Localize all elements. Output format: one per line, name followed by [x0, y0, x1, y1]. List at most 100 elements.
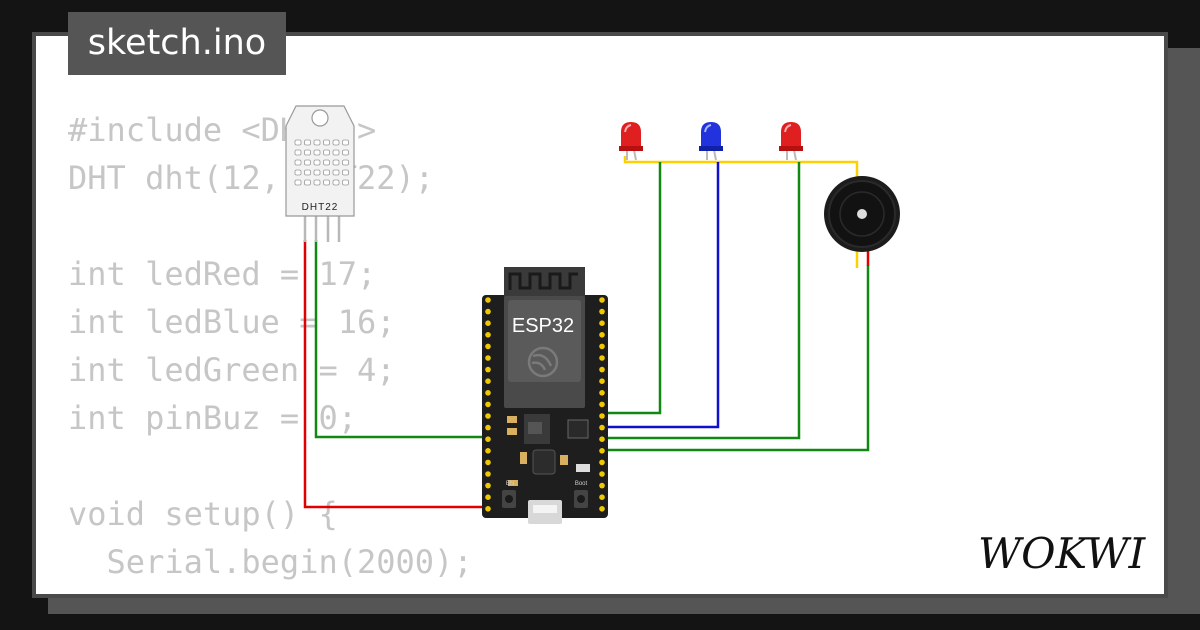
gpio-pin [599, 320, 605, 327]
code-line: Serial.println("Hello, ESP32!"); [68, 586, 724, 594]
gpio-pin [485, 436, 491, 443]
led-red-2 [779, 122, 803, 161]
code-line: int ledGreen = 4; [68, 351, 396, 389]
gpio-pin [485, 378, 491, 385]
code-line: int pinBuz = 0; [68, 399, 357, 437]
dht22-vent [313, 169, 321, 176]
gpio-pin [485, 332, 491, 338]
wire-buzzer [600, 265, 870, 452]
boot-label: Boot [575, 481, 588, 487]
gpio-pin [599, 297, 605, 303]
dht22-vent [332, 169, 340, 176]
gpio-pin [599, 378, 605, 385]
dht22-vent [304, 159, 311, 166]
gpio-pin [599, 308, 605, 315]
gpio-pin [485, 320, 491, 327]
gpio-pin [599, 436, 605, 443]
dht22-vent [332, 179, 340, 186]
en-label: EN [506, 481, 514, 487]
gpio-pin [599, 390, 605, 396]
dht22-vent [332, 149, 340, 156]
code-line: int ledBlue = 16; [68, 303, 396, 341]
code-line: Serial.begin(2000); [68, 543, 473, 581]
gpio-pin [485, 343, 491, 350]
wire-led-red-1 [600, 162, 662, 415]
esp32-pins-left [485, 297, 491, 512]
gpio-pin [485, 401, 491, 408]
dht22-vent [304, 149, 311, 156]
code-line: void setup() { [68, 495, 338, 533]
dht22-vent [294, 139, 302, 146]
wokwi-logo: WOKWI [978, 529, 1147, 578]
dht22-vent [342, 139, 349, 146]
gpio-pin [485, 506, 491, 512]
dht22-vent [342, 149, 349, 156]
gpio-pin [599, 471, 605, 477]
gpio-pin [599, 332, 605, 338]
gpio-pin [485, 424, 491, 431]
wokwi-logo-text: WOKWI [978, 529, 1147, 578]
dht22-vent [332, 159, 340, 166]
gpio-pin [485, 459, 491, 466]
gpio-pin [599, 494, 605, 501]
gpio-pin [485, 448, 491, 454]
led-red-1 [619, 122, 643, 161]
gpio-pin [599, 448, 605, 454]
dht22-vent [313, 139, 321, 146]
gpio-pin [485, 413, 491, 419]
gpio-pin [599, 355, 605, 361]
dht22-vent [342, 159, 349, 166]
gpio-pin [485, 482, 491, 489]
dht22-vent [342, 169, 349, 176]
dht22-vent [294, 179, 302, 186]
dht22-vent [294, 149, 302, 156]
gpio-pin [485, 308, 491, 315]
dht22-vent [323, 159, 330, 166]
dht22-vent-grid [294, 139, 349, 186]
gpio-pin [599, 401, 605, 408]
gpio-pin [599, 506, 605, 512]
gpio-pin [599, 424, 605, 431]
dht22-vent [294, 169, 302, 176]
espressif-logo-icon [527, 346, 559, 378]
gpio-pin [599, 482, 605, 489]
dht22-vent [323, 149, 330, 156]
dht22-vent [294, 159, 302, 166]
code-line: int ledRed = 17; [68, 255, 377, 293]
esp32-label: ESP32 [512, 315, 574, 337]
gpio-pin [485, 366, 491, 373]
wire-dht-vcc [303, 240, 488, 509]
wire-led-red-2 [600, 162, 801, 440]
dht22-vent [313, 149, 321, 156]
wire-led-blue [600, 162, 720, 429]
gpio-pin [599, 413, 605, 419]
led-blue [699, 122, 723, 161]
dht22-vent [304, 179, 311, 186]
dht22-vent [323, 139, 330, 146]
dht22-vent [332, 139, 340, 146]
dht22-vent [313, 159, 321, 166]
wire-dht-data [314, 240, 488, 439]
dht22-label: DHT22 [302, 202, 339, 213]
esp32-pins-right [599, 297, 605, 512]
dht22-vent [304, 169, 311, 176]
dht22-vent [323, 179, 330, 186]
dht22-vent [342, 179, 349, 186]
dht22-sensor: DHT22 [285, 105, 355, 242]
code-background: #include <DHT.h>DHT dht(12, DHT22);int l… [68, 106, 724, 594]
gpio-pin [485, 471, 491, 477]
file-title-tab: sketch.ino [68, 12, 286, 75]
gpio-pin [599, 343, 605, 350]
gpio-pin [485, 355, 491, 361]
buzzer-icon [824, 176, 900, 252]
esp32-board: ESP32 EN Boot [482, 267, 608, 524]
gpio-pin [485, 297, 491, 303]
gpio-pin [485, 390, 491, 396]
gpio-pin [599, 366, 605, 373]
gpio-pin [599, 459, 605, 466]
dht22-vent [323, 169, 330, 176]
dht22-vent [313, 179, 321, 186]
gpio-pin [485, 494, 491, 501]
dht22-vent [304, 139, 311, 146]
